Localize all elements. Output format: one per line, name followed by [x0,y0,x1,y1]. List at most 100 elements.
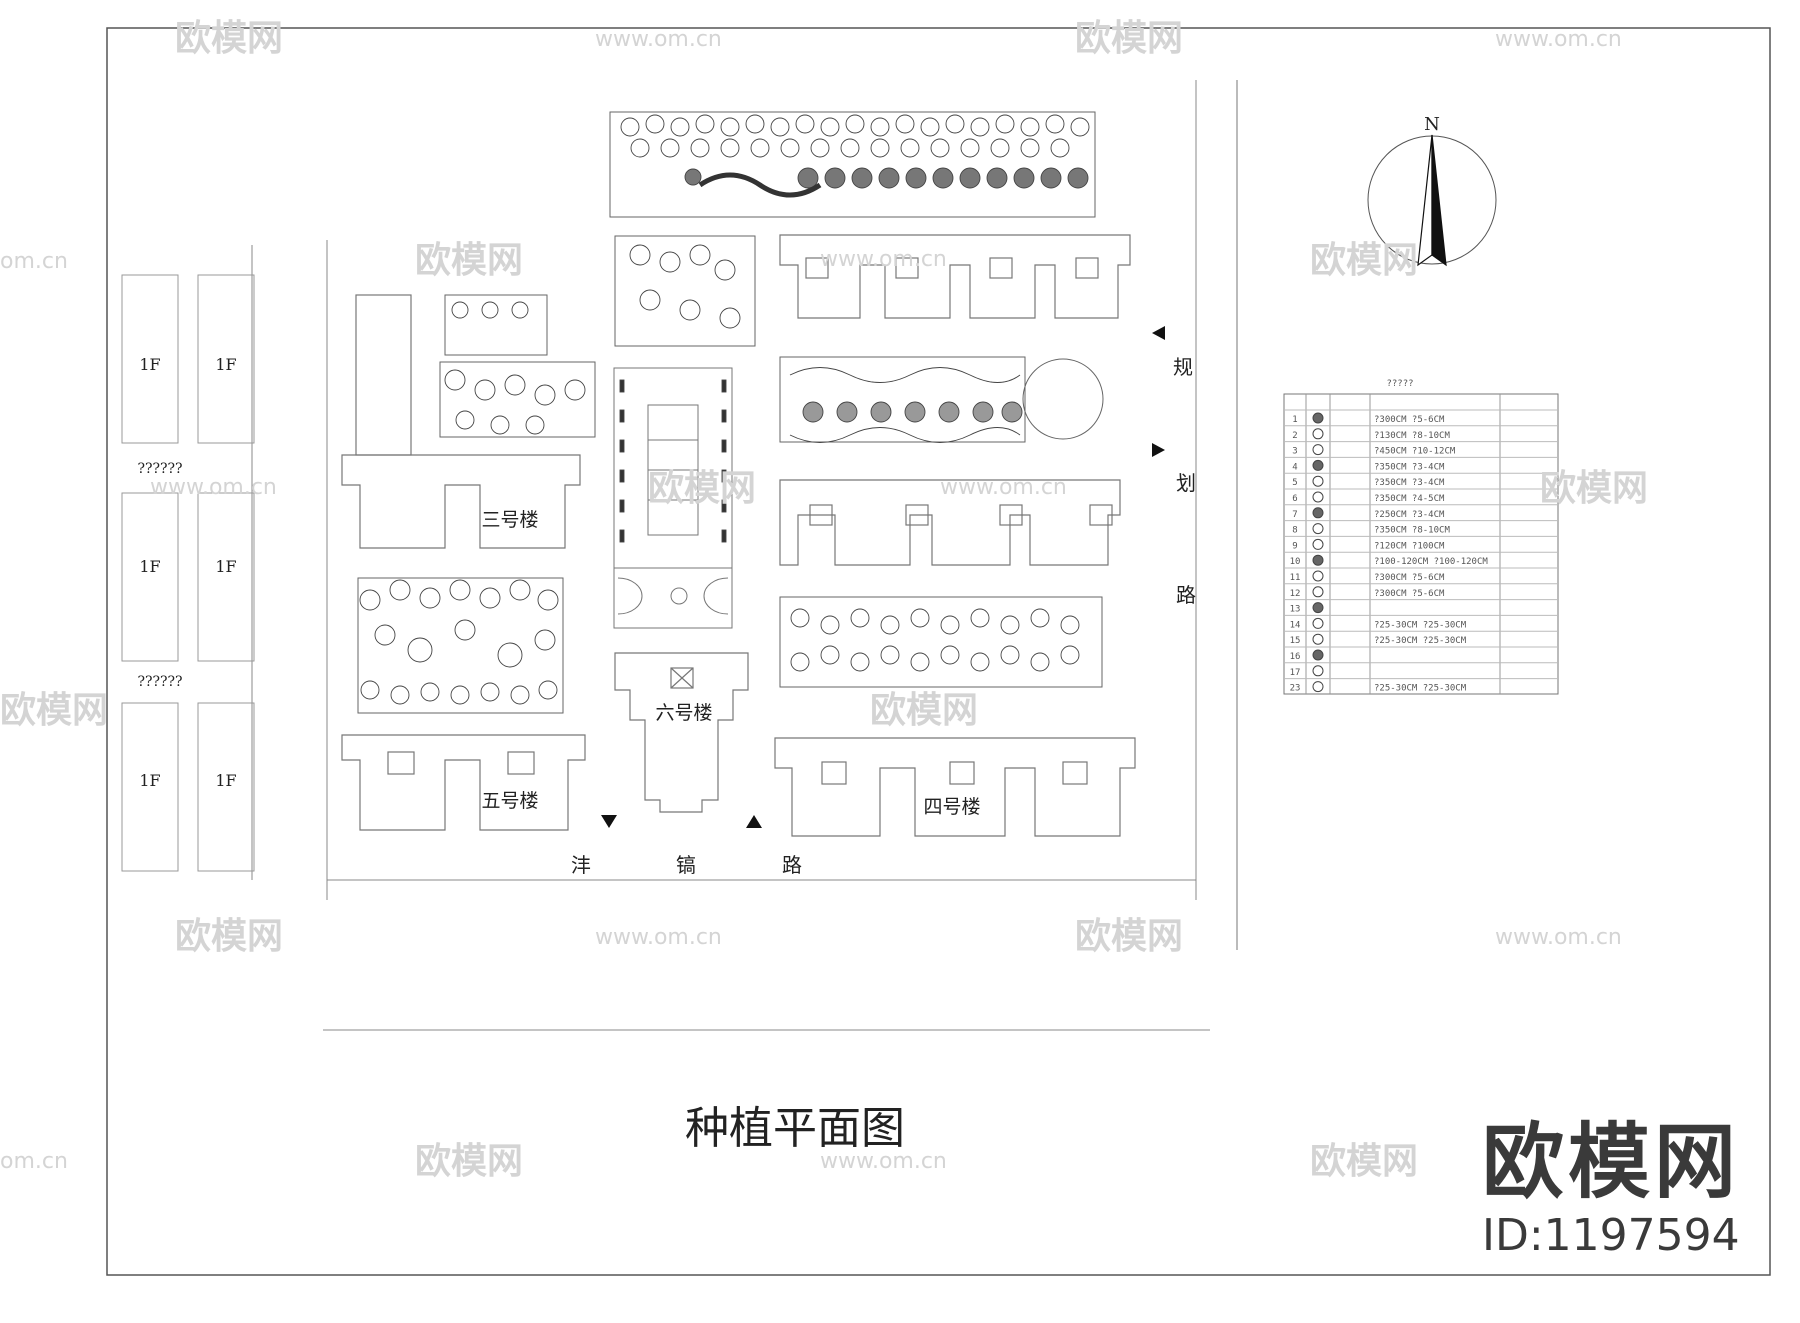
legend-row-number: 10 [1290,557,1301,567]
legend-plant-symbol [1312,491,1324,503]
legend-plant-symbol [1312,538,1324,550]
watermark-url: www.om.cn [940,475,1067,500]
legend-row-spec: ?350CM ?3-4CM [1374,462,1445,472]
legend-row-number: 2 [1292,431,1297,441]
watermark-url: www.om.cn [1495,27,1622,52]
plant-legend-table: 1 ?300CM ?5-6CM 2 ?130CM ?8-10CM 3 ?450CM ?10… [1283,393,1559,695]
legend-row-spec: ?120CM ?100CM [1374,541,1445,551]
watermark-url: www.om.cn [595,925,722,950]
legend-row-number: 14 [1290,620,1301,630]
legend-plant-symbol [1312,570,1324,582]
east-road-char-1: 规 [1173,355,1193,379]
drawing-border [106,27,1771,1276]
south-road-char-2: 镐 [676,853,696,877]
watermark-brand: 欧模网 [870,690,978,731]
watermark-url: www.om.cn [595,27,722,52]
watermark-short-url: om.cn [0,1149,68,1174]
legend-row-number: 15 [1290,636,1301,646]
legend-plant-symbol [1312,554,1324,566]
legend-plant-symbol [1312,428,1324,440]
watermark-brand: 欧模网 [1075,916,1183,957]
legend-row-number: 4 [1292,462,1297,472]
legend-row-number: 5 [1292,478,1297,488]
legend-row-spec: ?25-30CM ?25-30CM [1374,620,1467,630]
site-boundary [251,80,1210,1031]
watermark-url: www.om.cn [1495,925,1622,950]
watermark-brand: 欧模网 [1310,240,1418,281]
west-block-floor-label: 1F [139,355,160,374]
legend-row-spec: ?130CM ?8-10CM [1374,431,1450,441]
road-direction-markers [601,326,1165,828]
north-label: N [1424,114,1440,135]
legend-row-spec: ?300CM ?5-6CM [1374,589,1445,599]
legend-row-spec: ?100-120CM ?100-120CM [1374,557,1488,567]
legend-row-spec: ?25-30CM ?25-30CM [1374,684,1467,694]
south-road-char-3: 路 [782,853,802,877]
watermark-url: www.om.cn [150,475,277,500]
watermark-short-url: om.cn [0,249,68,274]
watermark-brand: 欧模网 [415,240,523,281]
watermark-brand: 欧模网 [415,1141,523,1182]
legend-row-spec: ?450CM ?10-12CM [1374,447,1456,457]
drawing-title: 种植平面图 [685,1103,905,1154]
legend-row-spec: ?350CM ?4-5CM [1374,494,1445,504]
watermark-url: www.om.cn [820,247,947,272]
watermarks: 欧模网 欧模网 www.om.cn www.om.cn 欧模网 欧模网 www.… [0,18,1648,1182]
asset-id: ID:1197594 [1481,1210,1740,1262]
planting-beds [357,111,1104,714]
brand-name: 欧模网 [1481,1115,1740,1211]
legend-row-spec: ?300CM ?5-6CM [1374,573,1445,583]
legend-plant-symbol [1312,649,1324,661]
building-3-label: 三号楼 [481,509,538,531]
legend-row-spec: ?350CM ?3-4CM [1374,478,1445,488]
legend-plant-symbol [1312,523,1324,535]
legend-row-spec: ?300CM ?5-6CM [1374,415,1445,425]
watermark-brand: 欧模网 [1310,1141,1418,1182]
watermark-brand: 欧模网 [175,916,283,957]
legend-plant-symbol [1312,412,1324,424]
legend-plant-symbol [1312,665,1324,677]
legend-row-number: 13 [1290,605,1301,615]
watermark-brand: 欧模网 [1075,18,1183,59]
legend-row-number: 3 [1292,447,1297,457]
legend-title: ????? [1386,379,1413,389]
watermark-brand: 欧模网 [0,690,108,731]
legend-row-number: 11 [1290,573,1301,583]
legend-row-number: 12 [1290,589,1301,599]
watermark-brand: 欧模网 [175,18,283,59]
building-6-label: 六号楼 [655,702,712,724]
west-gap-label: ?????? [137,461,182,477]
legend-row-spec: ?250CM ?3-4CM [1374,510,1445,520]
building-5-label: 五号楼 [481,790,538,812]
watermark-url: www.om.cn [820,1149,947,1174]
legend-row-spec: ?25-30CM ?25-30CM [1374,636,1467,646]
legend-plant-symbol [1312,507,1324,519]
building-4-label: 四号楼 [923,796,980,818]
legend-plant-symbol [1312,602,1324,614]
legend-row-number: 9 [1292,541,1297,551]
south-road-char-1: 沣 [571,853,591,877]
west-block-floor-label: 1F [139,771,160,790]
legend-plant-symbol [1312,633,1324,645]
legend-plant-symbol [1312,444,1324,456]
west-block-floor-label: 1F [215,355,236,374]
west-gap-label: ?????? [137,674,182,690]
east-road-char-2: 划 [1176,471,1196,495]
west-block-floor-label: 1F [215,771,236,790]
watermark-brand: 欧模网 [648,468,756,509]
west-block-floor-label: 1F [139,557,160,576]
legend-plant-symbol [1312,681,1324,693]
legend-plant-symbol [1312,475,1324,487]
legend-plant-symbol [1312,586,1324,598]
sports-court [613,367,733,629]
legend-row-number: 6 [1292,494,1297,504]
legend-row-number: 17 [1290,668,1301,678]
legend-row-number: 1 [1292,415,1297,425]
west-blocks [121,274,255,872]
tree-symbols [359,114,1090,705]
legend-row-spec: ?350CM ?8-10CM [1374,526,1450,536]
building-outlines [341,234,1136,837]
legend-row-number: 16 [1290,652,1301,662]
watermark-brand: 欧模网 [1540,468,1648,509]
